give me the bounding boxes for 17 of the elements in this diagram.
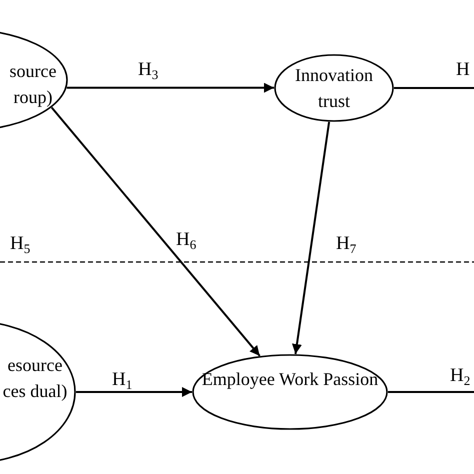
construct-label: source roup) <box>8 60 58 110</box>
construct-label: esource ces dual) <box>2 354 68 404</box>
hypothesis-label: H$_{5}$ <box>10 234 30 255</box>
construct-label: Innovation trust <box>294 64 374 114</box>
edge-label: H$_{2}$ <box>450 366 470 387</box>
arrow <box>66 82 274 93</box>
edge-label: H$_{3}$ <box>138 60 158 81</box>
arrow <box>292 122 330 354</box>
construct-ellipse <box>274 54 394 122</box>
edge-label: H$_{7}$ <box>336 234 356 255</box>
construct-label: Employee Work Passion <box>200 368 380 391</box>
edge-label: H$_{1}$ <box>112 370 132 391</box>
construct-ellipse <box>192 354 388 430</box>
edge-label: H$_{6}$ <box>176 230 196 251</box>
arrow <box>76 387 192 397</box>
edge-label: H <box>456 60 470 79</box>
arrow <box>50 106 260 356</box>
